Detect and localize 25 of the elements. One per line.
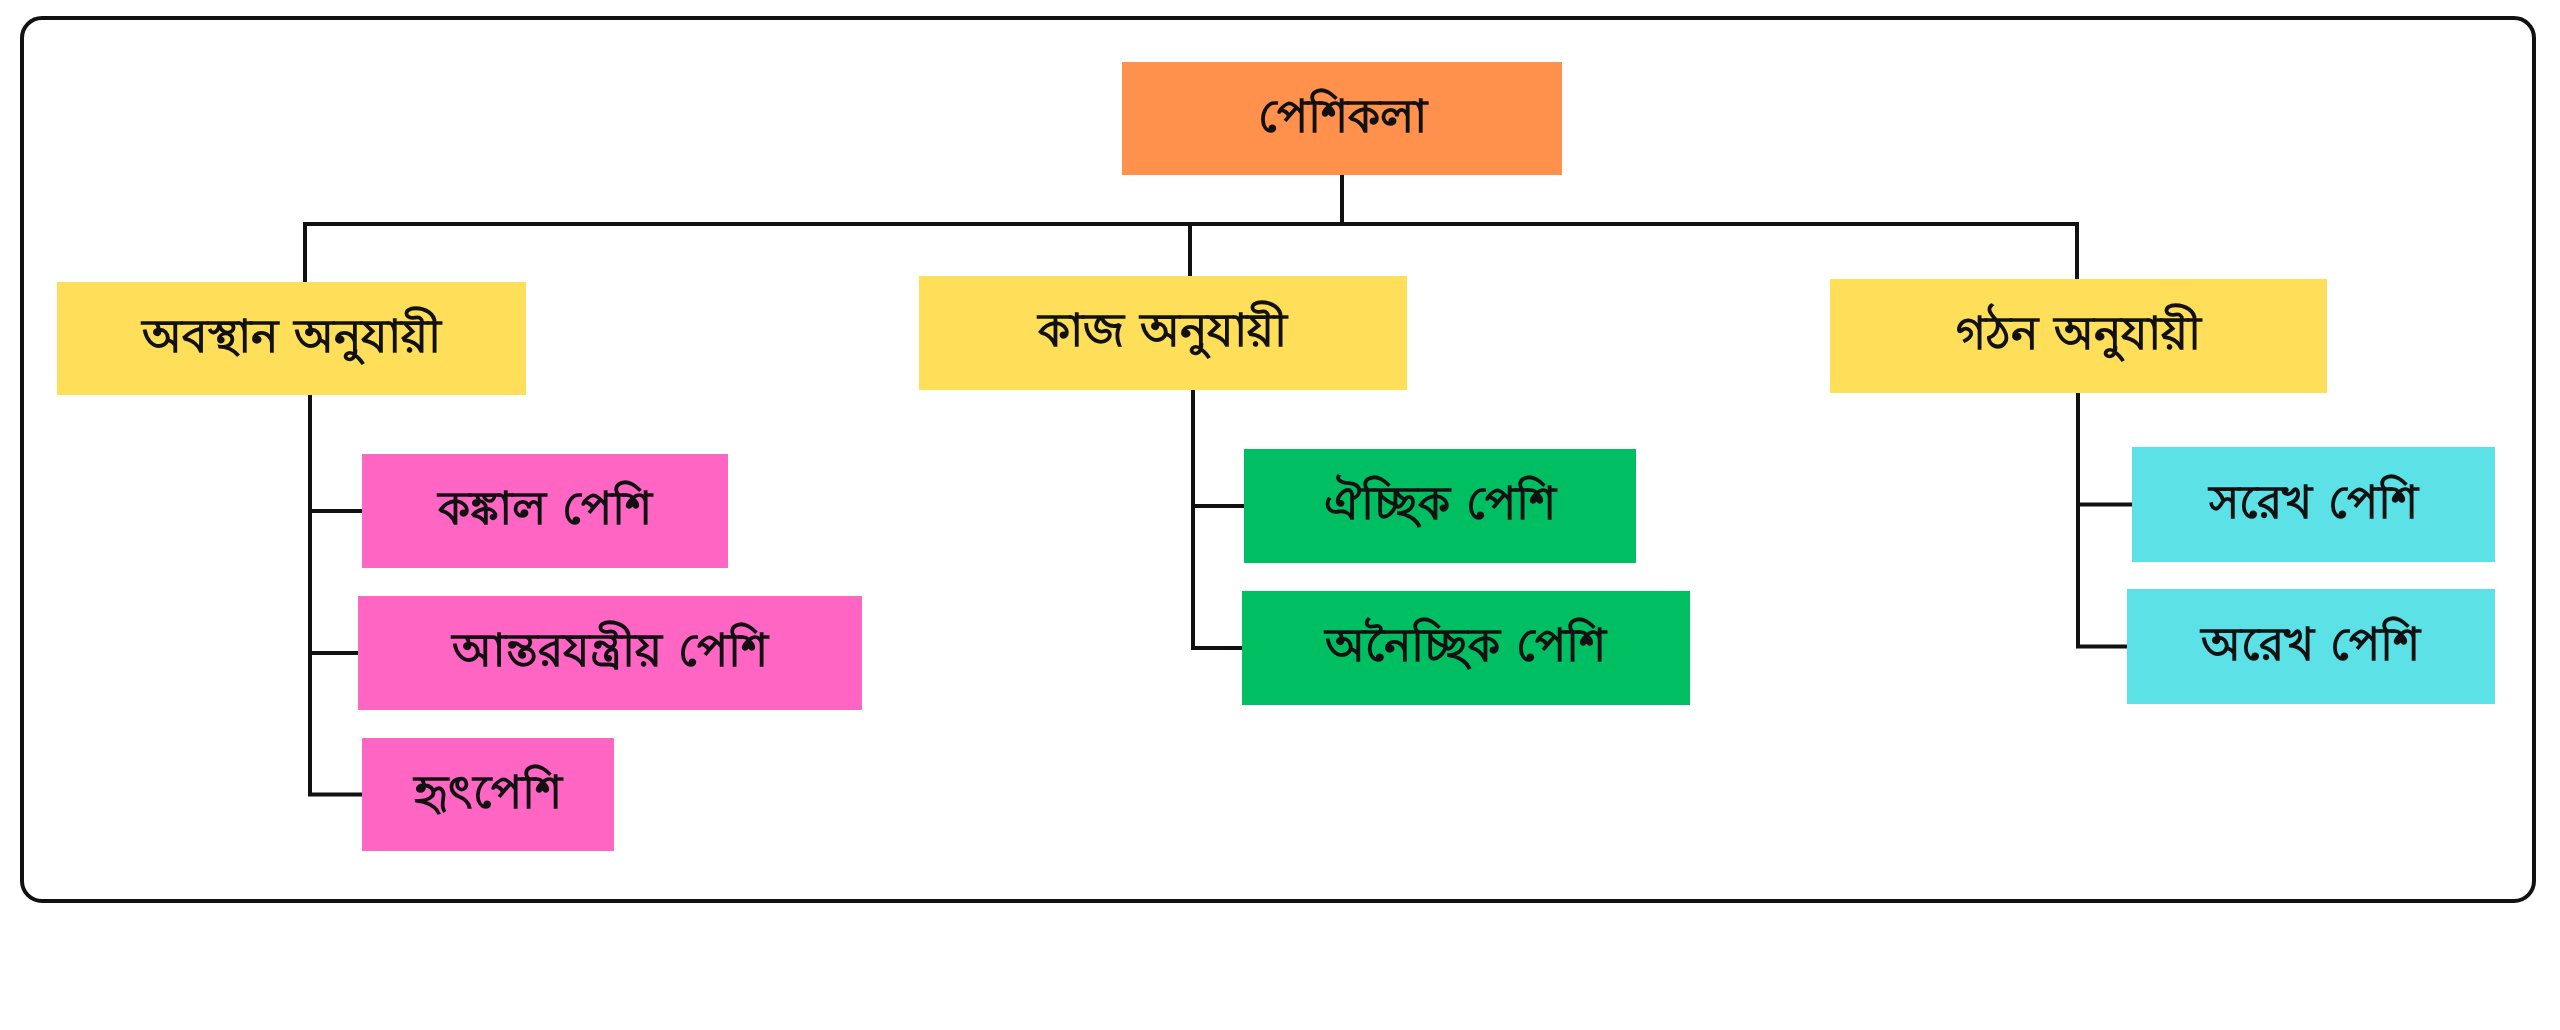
root-box xyxy=(1122,62,1562,175)
category-box xyxy=(2132,447,2495,562)
node-label: গঠন অনুযায়ী xyxy=(1956,298,2201,374)
node-label: সরেখ পেশি xyxy=(2209,473,2418,531)
node-label: অনৈচ্ছিক পেশি xyxy=(1325,616,1607,674)
node-label: অরেখ পেশি xyxy=(2201,615,2421,673)
category-box xyxy=(362,738,614,851)
node-label: আন্তরযন্ত্রীয় পেশি xyxy=(452,615,768,691)
category-box xyxy=(919,276,1407,390)
category-box xyxy=(1830,279,2327,393)
connector-line xyxy=(308,395,362,797)
node-label: অবস্থান অনুযায়ী xyxy=(142,305,441,367)
category-box xyxy=(1242,591,1690,705)
node-label: কাজ অনুযায়ী xyxy=(1038,295,1288,371)
category-box xyxy=(362,454,728,568)
node-label: ঐচ্ছিক পেশি xyxy=(1324,473,1556,532)
category-box xyxy=(358,596,862,710)
category-box xyxy=(1244,449,1636,563)
node-label: পেশিকলা xyxy=(1257,87,1427,145)
node-label: হৃৎপেশি xyxy=(414,763,562,821)
connector-line xyxy=(2076,393,2127,649)
category-box xyxy=(2127,589,2495,704)
category-box xyxy=(57,282,526,395)
connector-line xyxy=(1191,390,1242,650)
node-label: কঙ্কাল পেশি xyxy=(438,479,652,537)
